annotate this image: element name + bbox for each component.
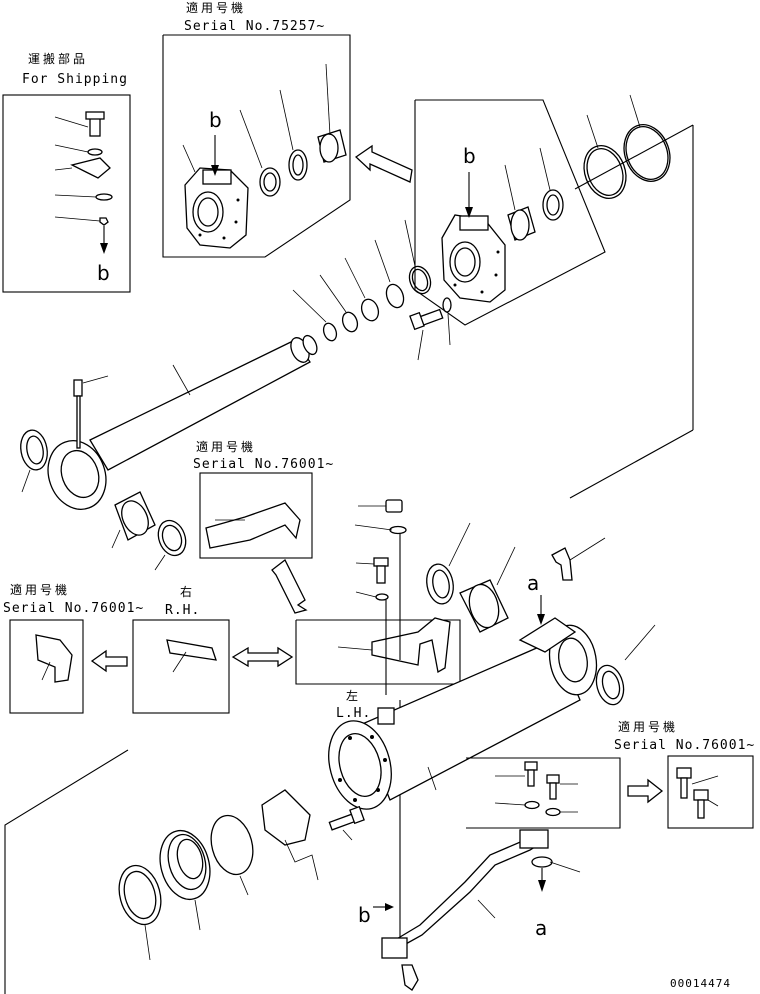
rod-seals: [322, 265, 432, 342]
serial-76001-b-jp-label: 適用号機: [10, 582, 70, 597]
pipe-bolt-box: [466, 757, 621, 829]
bushing-upper: [507, 189, 564, 241]
shipping-jp-label: 運搬部品: [28, 51, 88, 66]
detail-arrow: [354, 144, 413, 183]
piston-assembly: [118, 789, 311, 926]
shipping-en-label: For Shipping: [22, 72, 128, 87]
serial-75257-label: Serial No.75257~: [184, 19, 325, 34]
head-bolt: [409, 297, 452, 331]
bracket-76001-far-left: [35, 634, 73, 683]
bracket-up-arrow: [271, 559, 308, 614]
shipping-parts: [70, 111, 113, 226]
callout-b-top-detail: b: [209, 108, 222, 132]
bottom-eye-seals: [426, 563, 509, 633]
detail-box-75257: [162, 34, 351, 258]
serial-76001-c-jp-label: 適用号機: [618, 719, 678, 734]
tube-dust-seal: [595, 664, 625, 706]
callout-b-shipping: b: [97, 261, 110, 285]
pipe-oring: [531, 856, 553, 868]
rh-plate: [166, 639, 217, 661]
serial-75257-jp-label: 適用号機: [186, 0, 246, 15]
left-jp-label: 左: [346, 688, 361, 703]
serial-76001-b-box: [9, 619, 84, 714]
rod-eye-bushings: [114, 491, 187, 557]
flange-bolts-76001: [676, 767, 709, 819]
dust-seal-rod-eye: [20, 429, 48, 471]
serial-76001-a-jp-label: 適用号機: [196, 439, 256, 454]
upper-head-box: [414, 99, 606, 326]
tube-bolt: [328, 805, 365, 831]
rh-lh-double-arrow: [231, 646, 294, 668]
pipe-clamp-bolts: [524, 761, 561, 817]
shipping-box: [2, 94, 131, 293]
bracket-box-76001: [199, 472, 313, 559]
bolt-box-right-arrow: [627, 778, 664, 804]
serial-76001-c-box: [667, 755, 754, 829]
piston-rod: [47, 334, 318, 510]
right-jp-label: 右: [180, 584, 195, 599]
callout-b-bottom: b: [358, 903, 371, 927]
grease-nipple: [73, 379, 83, 449]
lower-left-box-edge: [4, 749, 129, 994]
callout-b-upper: b: [463, 144, 476, 168]
elbow-fitting: [551, 547, 573, 581]
rh-bracket-box: [132, 619, 230, 714]
lh-bracket: [371, 617, 451, 674]
tube-bracket-block: [377, 707, 395, 725]
bracket-76001: [205, 502, 301, 549]
left-en-label: L.H.: [336, 706, 371, 721]
hydraulic-pipe: [381, 829, 549, 991]
serial-76001-c-label: Serial No.76001~: [614, 738, 755, 753]
cylinder-head-upper: [441, 214, 506, 303]
drawing-number: 00014474: [670, 977, 731, 990]
serial-76001-b-label: Serial No.76001~: [3, 601, 144, 616]
o-rings-right: [583, 124, 671, 199]
cylinder-tube: [328, 617, 598, 810]
callout-a-rod-end: a: [527, 571, 539, 595]
rh-left-arrow: [90, 649, 128, 673]
callout-a-bottom: a: [535, 916, 547, 940]
cylinder-head-detail: [184, 167, 249, 249]
serial-76001-a-label: Serial No.76001~: [193, 457, 334, 472]
nut-washer-bolt-group: [373, 499, 407, 601]
right-en-label: R.H.: [165, 603, 200, 618]
bushing-detail: [259, 129, 347, 197]
